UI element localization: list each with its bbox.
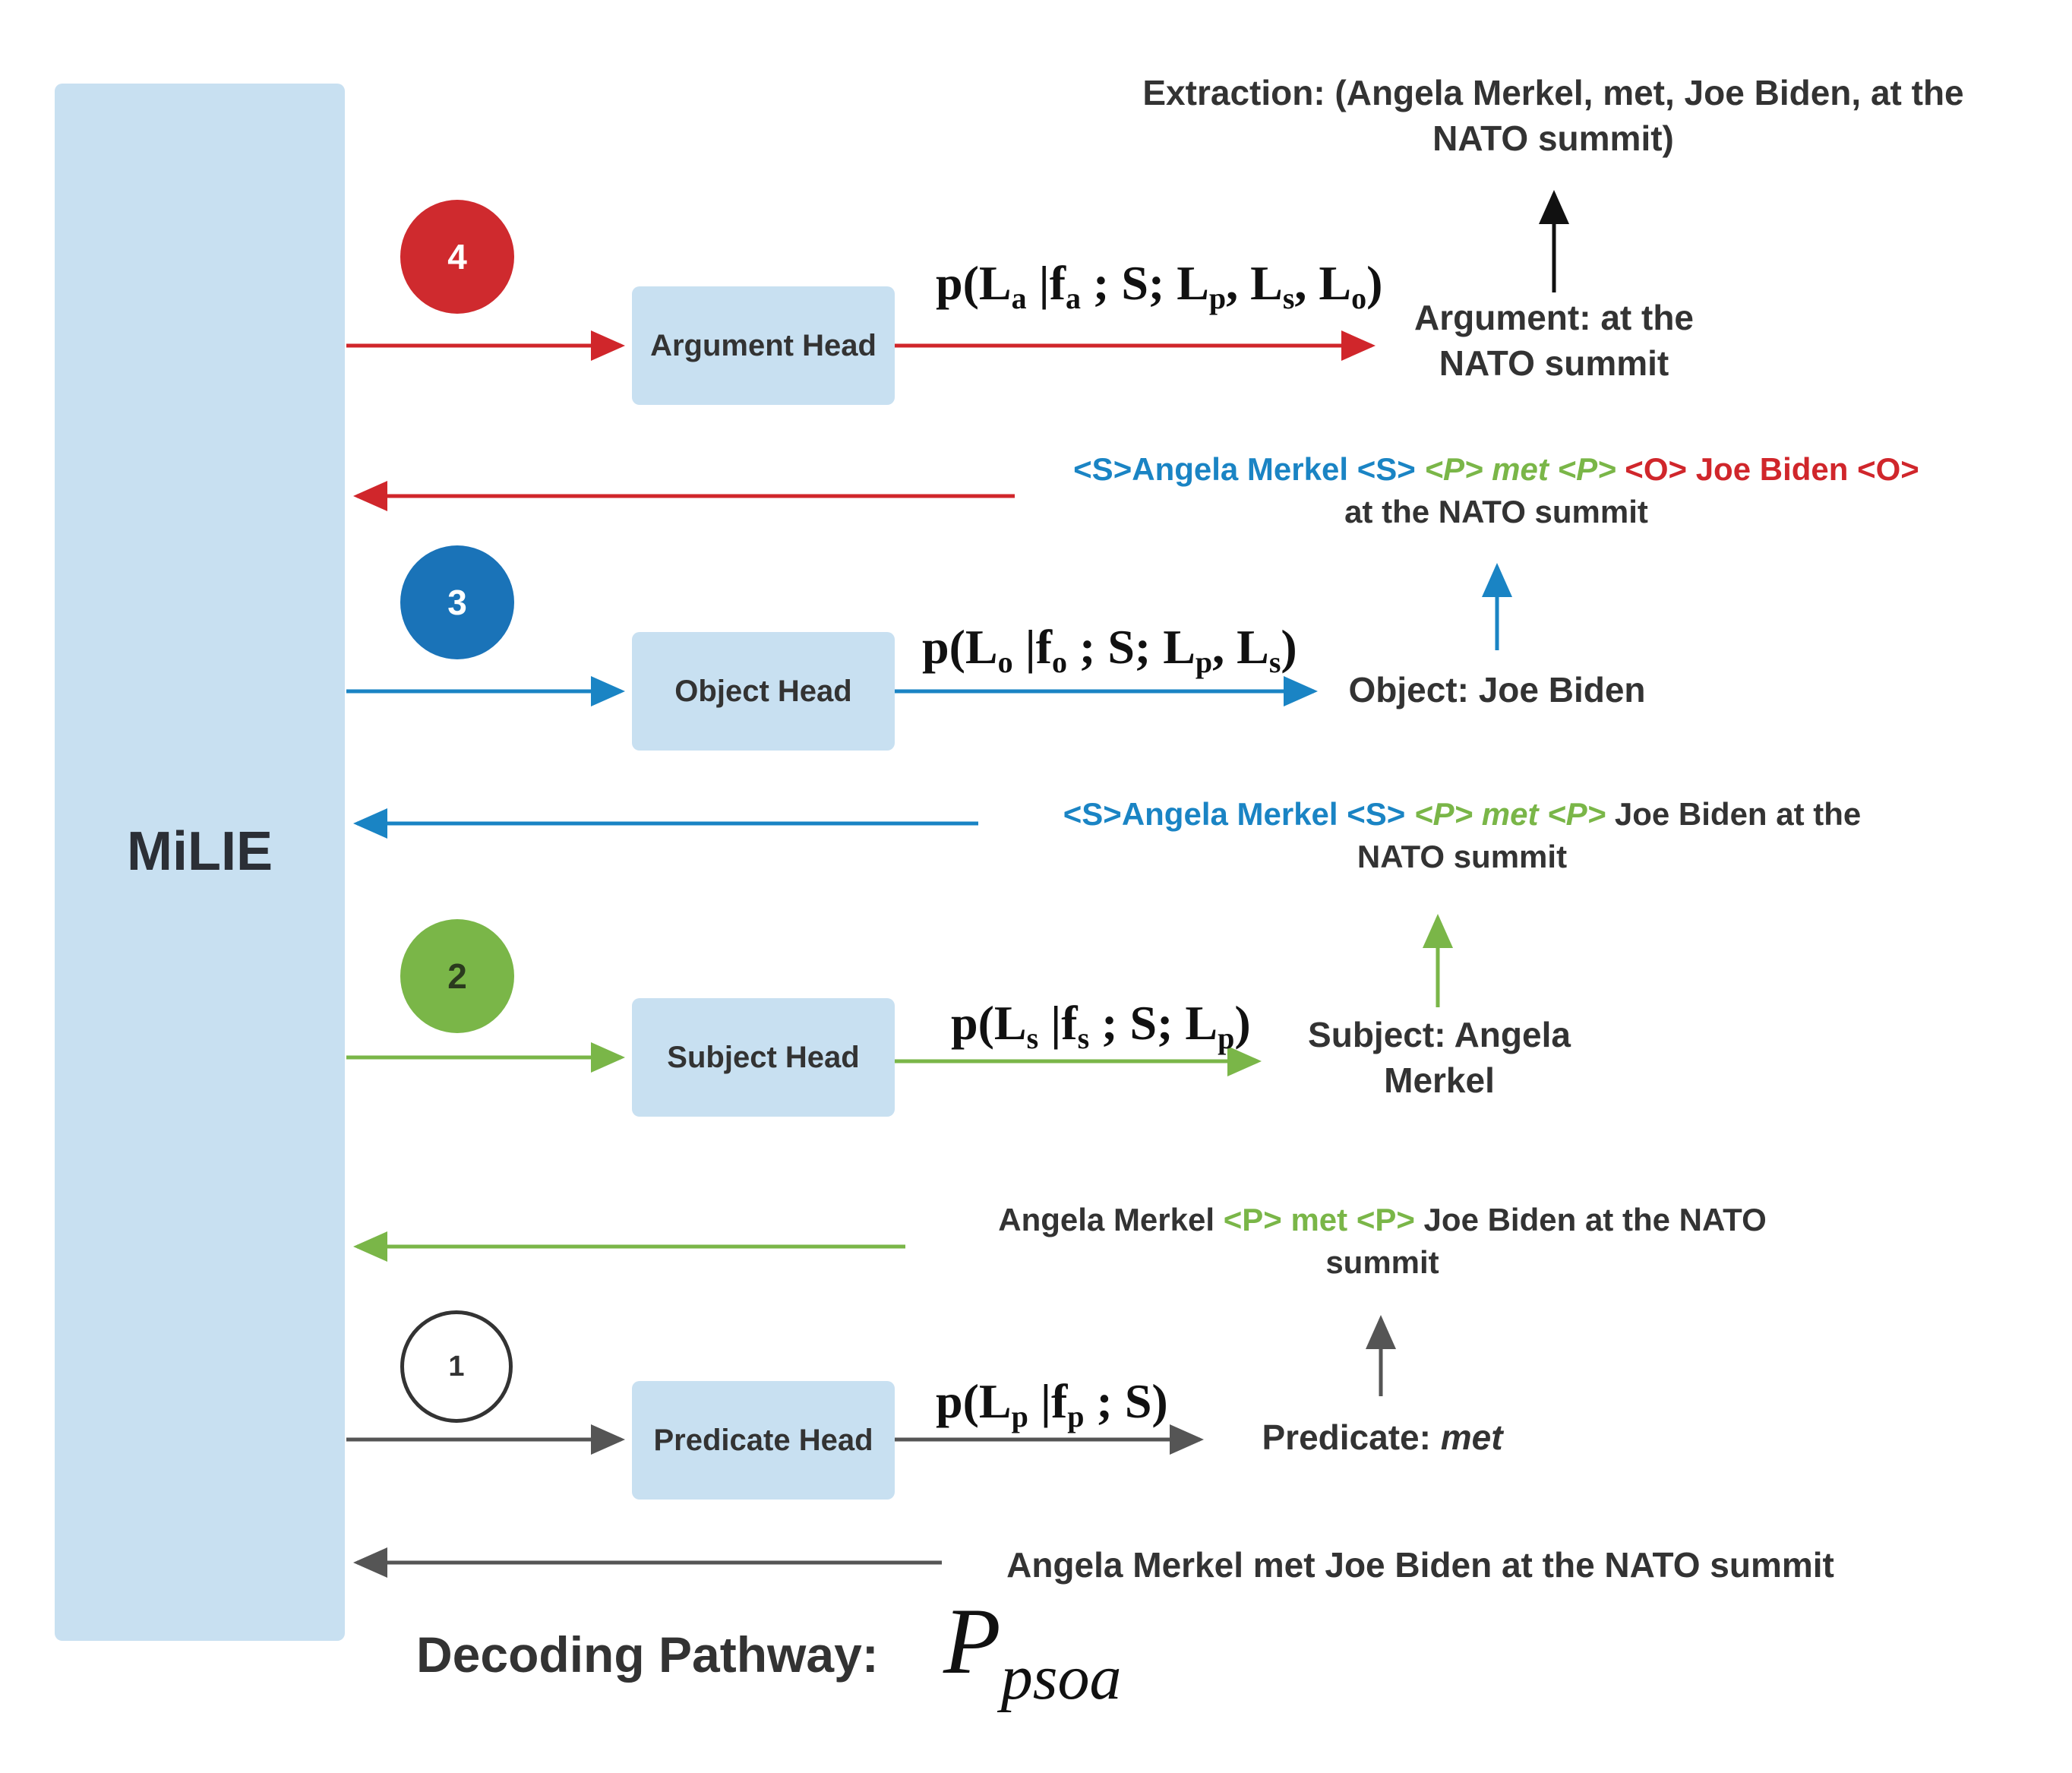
milie-label: MiLIE [127,821,273,882]
milie-encoder-block [55,84,345,1641]
step-3-circle: 3 [400,545,514,659]
subject-head-box: Subject Head [632,998,895,1117]
step1-input-sentence: Angela Merkel met Joe Biden at the NATO … [1006,1545,1834,1585]
object-head-box: Object Head [632,632,895,751]
step-1-circle: 1 [400,1310,513,1423]
subject-formula: p(Ls |fs ; S; Lp) [951,996,1251,1055]
object-formula: p(Lo |fo ; S; Lp, Ls) [922,620,1297,679]
step2-marked-input: Angela Merkel <P> met <P> Joe Biden at t… [998,1202,1767,1280]
predicate-output: Predicate: met [1262,1417,1503,1457]
predicate-head-box: Predicate Head [632,1381,895,1500]
object-output: Object: Joe Biden [1348,670,1646,710]
subject-output: Subject: Angela Merkel [1308,1015,1571,1100]
argument-head-box: Argument Head [632,286,895,405]
argument-formula: p(La |fa ; S; Lp, Ls, Lo) [936,256,1383,315]
step-2-circle: 2 [400,919,514,1033]
predicate-formula: p(Lp |fp ; S) [936,1374,1168,1433]
decoding-pathway-symbol: Ppsoa [943,1589,1122,1713]
decoding-pathway-label: Decoding Pathway: [416,1626,879,1683]
step-4-circle: 4 [400,200,514,314]
argument-output: Argument: at the NATO summit [1414,298,1694,383]
step4-marked-input: <S>Angela Merkel <S> <P> met <P> <O> Joe… [1073,451,1919,529]
extraction-output: Extraction: (Angela Merkel, met, Joe Bid… [1142,73,1964,158]
step3-marked-input: <S>Angela Merkel <S> <P> met <P> Joe Bid… [1063,796,1862,874]
